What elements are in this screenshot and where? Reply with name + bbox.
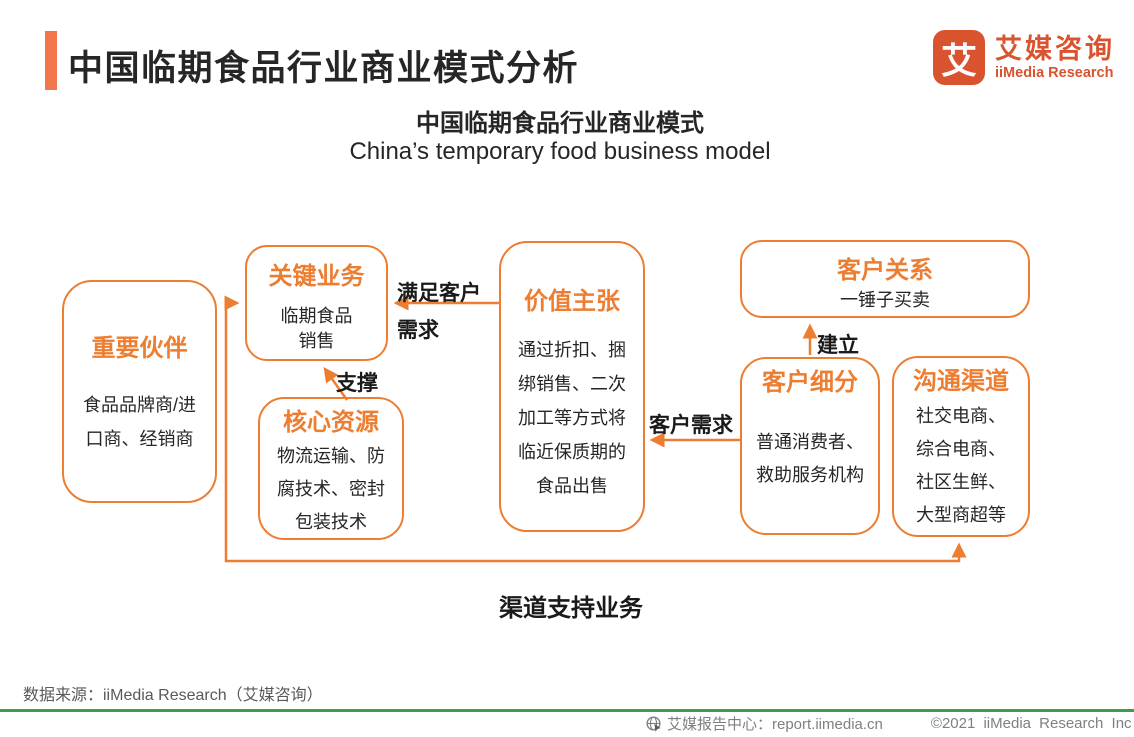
- box-title: 沟通渠道: [913, 368, 1009, 395]
- box-body-line: 包装技术: [295, 512, 367, 532]
- report-center-text: 艾媒报告中心：report.iimedia.cn: [667, 716, 883, 733]
- box-body-line: 临期食品: [280, 306, 353, 326]
- subtitle-chinese: 中国临期食品行业商业模式: [416, 110, 704, 137]
- box-body-line: 一锤子买卖: [840, 290, 930, 310]
- box-body-line: 救助服务机构: [756, 465, 864, 485]
- box-body-line: 大型商超等: [916, 505, 1006, 525]
- subtitle-english: China’s temporary food business model: [349, 138, 771, 165]
- logo-text: 艾媒咨询 iiMedia Research: [995, 30, 1115, 82]
- box-body-line: 加工等方式将: [518, 408, 626, 428]
- box-body: 一锤子买卖: [742, 288, 1028, 312]
- box-title: 重要伙伴: [91, 335, 188, 362]
- box-core-resources: 核心资源 物流运输、防 腐技术、密封 包装技术: [258, 397, 404, 540]
- box-important-partners: 重要伙伴 食品品牌商/进 口商、经销商: [62, 280, 217, 503]
- label-channel-supports-business: 渠道支持业务: [499, 595, 643, 622]
- box-body-line: 物流运输、防: [277, 446, 385, 466]
- box-body: 物流运输、防 腐技术、密封 包装技术: [260, 440, 402, 539]
- box-customer-relations: 客户关系 一锤子买卖: [740, 240, 1030, 318]
- box-body-line: 腐技术、密封: [277, 479, 385, 499]
- box-title: 客户关系: [837, 257, 933, 284]
- box-body-line: 食品品牌商/进: [82, 395, 196, 415]
- box-body: 食品品牌商/进 口商、经销商: [64, 388, 215, 456]
- box-body: 临期食品 销售: [247, 304, 386, 354]
- label-establish: 建立: [817, 334, 859, 357]
- box-title: 价值主张: [524, 288, 620, 315]
- box-title: 客户细分: [762, 369, 858, 396]
- label-satisfy-customer: 满足客户: [397, 282, 481, 305]
- label-support: 支撑: [336, 372, 378, 395]
- box-body-line: 临近保质期的: [518, 442, 626, 462]
- iimedia-logo-icon: 艾: [933, 30, 985, 85]
- box-title: 关键业务: [268, 263, 365, 290]
- box-key-business: 关键业务 临期食品 销售: [245, 245, 388, 361]
- box-customer-segments: 客户细分 普通消费者、 救助服务机构: [740, 357, 880, 535]
- box-body-line: 通过折扣、捆: [518, 340, 626, 360]
- logo-name-en: iiMedia Research: [995, 65, 1114, 81]
- box-body-line: 社区生鲜、: [916, 472, 1006, 492]
- title-accent-bar: [45, 31, 57, 90]
- report-center: 艾媒报告中心：report.iimedia.cn: [645, 713, 883, 734]
- copyright-text: ©2021 iiMedia Research Inc: [930, 715, 1132, 732]
- data-source-note: 数据来源：iiMedia Research（艾媒咨询）: [23, 687, 323, 704]
- box-body-line: 口商、经销商: [85, 429, 194, 449]
- box-body-line: 综合电商、: [916, 439, 1006, 459]
- logo-name-cn: 艾媒咨询: [995, 34, 1115, 64]
- box-title: 核心资源: [283, 409, 379, 436]
- box-body-line: 食品出售: [536, 476, 608, 496]
- box-value-proposition: 价值主张 通过折扣、捆 绑销售、二次 加工等方式将 临近保质期的 食品出售: [499, 241, 645, 532]
- iimedia-logo: 艾 艾媒咨询 iiMedia Research: [933, 30, 1115, 85]
- box-body-line: 社交电商、: [916, 406, 1006, 426]
- box-body-line: 普通消费者、: [756, 432, 864, 452]
- label-customer-demand: 客户需求: [649, 414, 733, 437]
- box-body-line: 绑销售、二次: [518, 374, 626, 394]
- footer-divider-line: [0, 709, 1134, 712]
- chart-subtitle: 中国临期食品行业商业模式 China’s temporary food busi…: [0, 110, 1120, 167]
- box-body: 普通消费者、 救助服务机构: [742, 426, 878, 492]
- box-communication-channels: 沟通渠道 社交电商、 综合电商、 社区生鲜、 大型商超等: [892, 356, 1030, 537]
- box-body: 社交电商、 综合电商、 社区生鲜、 大型商超等: [894, 400, 1028, 532]
- globe-cursor-icon: [646, 716, 661, 732]
- box-body: 通过折扣、捆 绑销售、二次 加工等方式将 临近保质期的 食品出售: [501, 333, 643, 503]
- label-demand: 需求: [397, 319, 439, 342]
- footer: 艾媒报告中心：report.iimedia.cn ©2021 iiMedia R…: [645, 713, 1132, 734]
- box-body-line: 销售: [298, 331, 335, 351]
- page-title: 中国临期食品行业商业模式分析: [68, 49, 580, 88]
